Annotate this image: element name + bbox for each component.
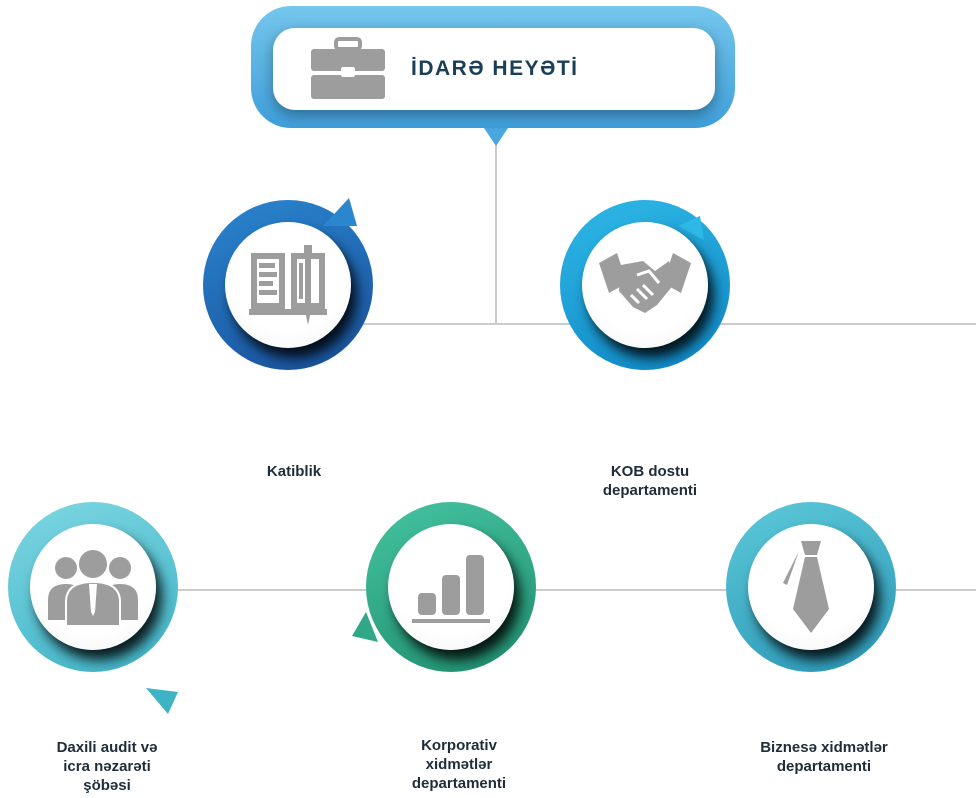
node-icon-disc <box>582 222 708 348</box>
node-business-services <box>726 502 902 678</box>
node-secretariat <box>203 198 379 376</box>
node-sme-friendly-department <box>560 200 736 376</box>
node-icon-disc <box>748 524 874 650</box>
board-header: İDARƏ HEYƏTİ <box>273 28 715 110</box>
board-title: İDARƏ HEYƏTİ <box>411 57 579 80</box>
ring-pointer <box>678 216 704 240</box>
tie-icon <box>783 541 829 633</box>
node-icon-disc <box>388 524 514 650</box>
team-icon <box>48 548 138 626</box>
node-label: Biznesə xidmətlər departamenti <box>760 739 888 775</box>
node-label: Katiblik <box>266 463 322 480</box>
node-internal-audit <box>8 502 184 714</box>
ring-pointer <box>323 198 357 226</box>
node-corporate-services <box>352 502 542 678</box>
briefcase-icon <box>311 37 385 99</box>
node-label: Korporativ xidmətlər departamenti <box>411 737 507 792</box>
bar-chart-icon <box>412 555 490 623</box>
handshake-icon <box>599 253 691 313</box>
node-icon-disc <box>225 222 351 348</box>
ring-pointer <box>146 688 178 714</box>
node-label: KOB dostu departamenti <box>602 463 698 499</box>
ring-pointer <box>352 612 378 642</box>
book-icon <box>249 245 327 325</box>
node-label: Daxili audit və icra nəzarəti şöbəsi <box>56 739 158 794</box>
node-icon-disc <box>30 524 156 650</box>
